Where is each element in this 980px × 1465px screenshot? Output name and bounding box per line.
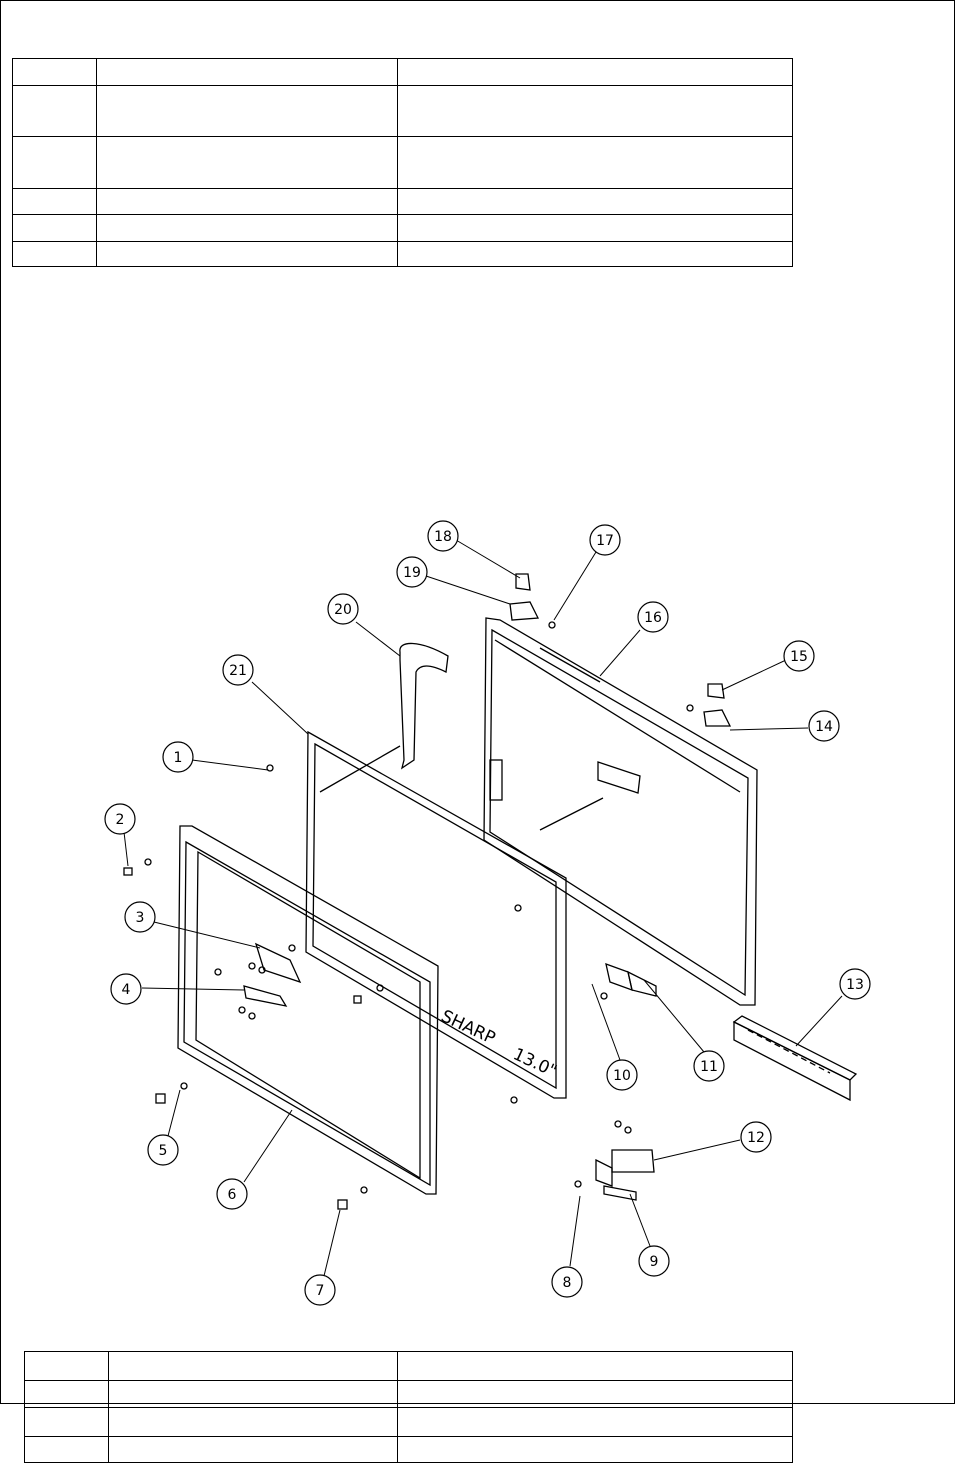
bottom-parts-table — [24, 1351, 793, 1463]
callout-label-7: 7 — [316, 1283, 325, 1299]
callout-label-21: 21 — [229, 663, 247, 679]
lcd-cable — [399, 642, 449, 770]
callout-label-14: 14 — [815, 719, 833, 735]
callout-label-17: 17 — [596, 533, 614, 549]
callout-1 — [162, 741, 194, 773]
screws — [144, 764, 632, 1194]
callout-label-11: 11 — [700, 1059, 718, 1075]
callout-label-1: 1 — [174, 750, 183, 766]
callout-2 — [104, 803, 136, 835]
callout-label-8: 8 — [563, 1275, 572, 1291]
callout-8 — [551, 1266, 583, 1298]
hinge-cover-bar — [732, 1015, 858, 1102]
callout-20 — [327, 593, 359, 625]
lcd-panel — [305, 730, 567, 1099]
callout-5 — [147, 1134, 179, 1166]
rubber-pads — [123, 867, 362, 1210]
callout-label-15: 15 — [790, 649, 808, 665]
callout-15 — [783, 640, 815, 672]
callout-6 — [216, 1178, 248, 1210]
callout-label-19: 19 — [403, 565, 421, 581]
callout-13 — [839, 968, 871, 1000]
callout-12 — [740, 1121, 772, 1153]
callout-4 — [110, 973, 142, 1005]
callout-label-16: 16 — [644, 610, 662, 626]
callout-label-2: 2 — [116, 812, 125, 828]
callout-11 — [693, 1050, 725, 1082]
lcd-back-cover — [483, 617, 758, 1006]
callout-label-20: 20 — [334, 602, 352, 618]
callout-17 — [589, 524, 621, 556]
callout-19 — [396, 556, 428, 588]
callout-21 — [222, 654, 254, 686]
callout-7 — [304, 1274, 336, 1306]
hinge-left — [595, 1149, 655, 1201]
callout-14 — [808, 710, 840, 742]
inverter-board — [605, 962, 657, 997]
callout-label-5: 5 — [159, 1143, 168, 1159]
callout-label-3: 3 — [136, 910, 145, 926]
callout-3 — [124, 901, 156, 933]
callout-label-4: 4 — [122, 982, 131, 998]
callout-label-10: 10 — [613, 1068, 631, 1084]
callout-label-18: 18 — [434, 529, 452, 545]
callout-9 — [638, 1245, 670, 1277]
callout-16 — [637, 601, 669, 633]
callout-label-12: 12 — [747, 1130, 765, 1146]
top-hinges — [509, 573, 732, 727]
callout-10 — [606, 1059, 638, 1091]
leader-lines — [123, 539, 843, 1277]
callout-label-9: 9 — [650, 1254, 659, 1270]
callout-label-6: 6 — [228, 1187, 237, 1203]
lcd-front-bezel — [177, 825, 439, 1195]
callout-circles — [104, 520, 871, 1306]
callout-label-13: 13 — [846, 977, 864, 993]
callout-18 — [427, 520, 459, 552]
top-parts-table — [12, 58, 793, 267]
panel-brand-label: SHARP — [438, 1006, 498, 1048]
hinge-bracket — [243, 942, 302, 1007]
